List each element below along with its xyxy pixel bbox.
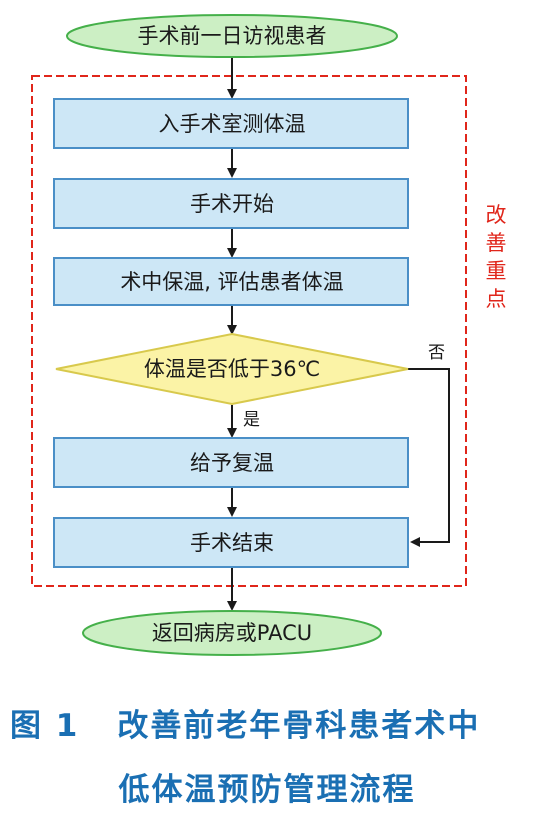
step-surgery-end-box: [53, 517, 409, 568]
end-label: 返回病房或PACU: [152, 621, 312, 645]
decision-diamond: [55, 332, 409, 406]
step-surgery-start-label: 手术开始: [190, 192, 274, 216]
arrow-decision-no: [408, 368, 450, 547]
step-enter-room-box: [53, 98, 409, 149]
step-rewarming-label: 给予复温: [190, 451, 274, 475]
flowchart: 手术前一日访视患者 入手术室测体温 手术开始 术中保温, 评估患者体温 体温是否…: [31, 14, 507, 656]
step-surgery-start-box: [53, 178, 409, 229]
step-warming-assess-label: 术中保温, 评估患者体温: [120, 270, 343, 294]
yes-branch-label: 是: [243, 410, 260, 430]
step-surgery-end-label: 手术结束: [190, 531, 274, 555]
figure-title-line-1: 改善前老年骨科患者术中: [117, 708, 481, 744]
improvement-region-border: [31, 75, 467, 587]
figure-title-line-2: 低体温预防管理流程: [118, 772, 416, 808]
step-rewarming-box: [53, 437, 409, 488]
improvement-label-char-1: 改: [486, 203, 507, 227]
start-oval: [66, 14, 398, 58]
decision-label: 体温是否低于36℃: [144, 357, 320, 381]
improvement-label-char-4: 点: [486, 287, 507, 311]
improvement-focus-label: 改 善 重 点: [486, 203, 507, 311]
step-enter-room-label: 入手术室测体温: [159, 112, 306, 136]
improvement-label-char-3: 重: [486, 259, 507, 283]
no-branch-label: 否: [428, 343, 445, 363]
figure-number: 图 1: [10, 708, 80, 744]
figure-caption-line-2: 低体温预防管理流程: [0, 764, 534, 809]
improvement-label-char-2: 善: [486, 231, 507, 255]
start-label: 手术前一日访视患者: [138, 24, 327, 48]
figure-caption-line-1: 图 1 改善前老年骨科患者术中: [0, 700, 534, 745]
step-warming-assess-box: [53, 257, 409, 306]
end-oval: [82, 610, 382, 656]
connectors: [227, 57, 450, 611]
